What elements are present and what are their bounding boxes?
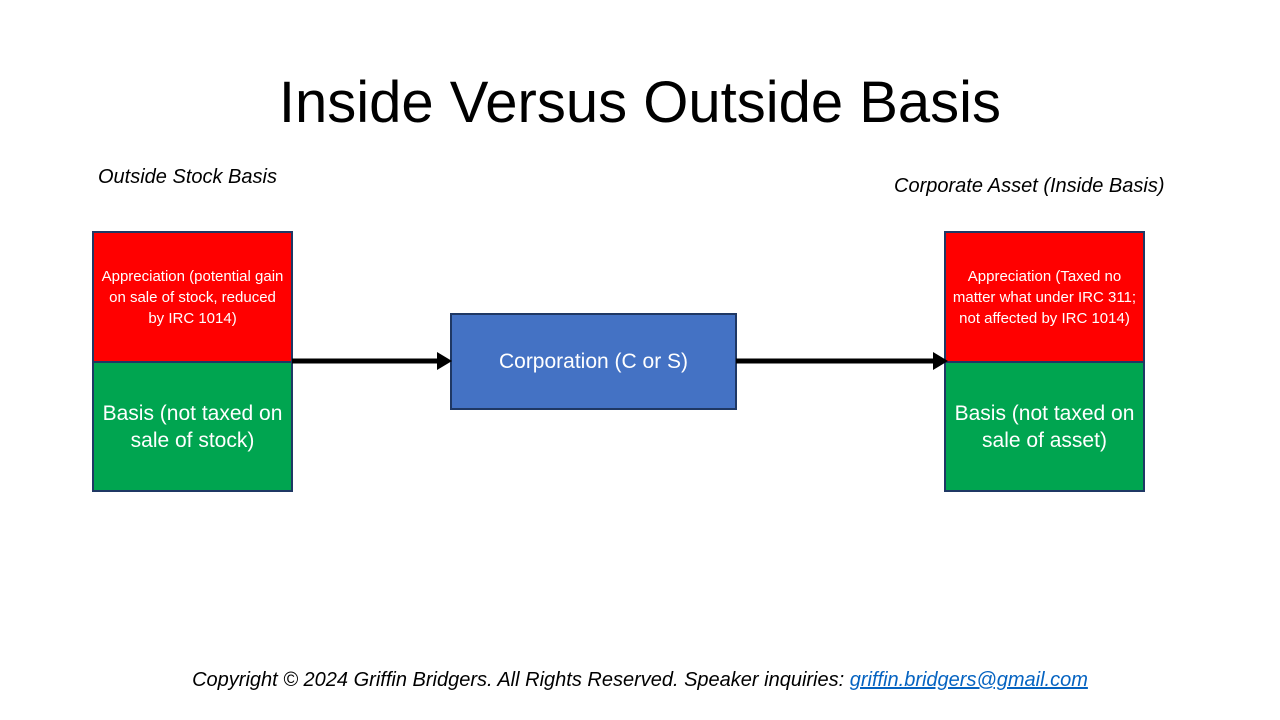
- page-title: Inside Versus Outside Basis: [278, 70, 1002, 135]
- outside-basis-caption: Outside Stock Basis: [98, 166, 277, 188]
- arrow-right-icon: [292, 352, 452, 370]
- outside-basis-segment: Basis (not taxed on sale of stock): [94, 361, 291, 490]
- inside-appreciation-segment: Appreciation (Taxed no matter what under…: [946, 233, 1143, 361]
- arrow-right-icon: [736, 352, 948, 370]
- arrow-corporation-to-inside: [736, 351, 948, 371]
- corporation-node: Corporation (C or S): [450, 313, 737, 410]
- outside-appreciation-segment: Appreciation (potential gain on sale of …: [94, 233, 291, 361]
- inside-basis-column: Appreciation (Taxed no matter what under…: [944, 231, 1145, 492]
- inside-basis-caption: Corporate Asset (Inside Basis): [894, 175, 1165, 197]
- footer: Copyright © 2024 Griffin Bridgers. All R…: [0, 666, 1280, 694]
- outside-basis-column: Appreciation (potential gain on sale of …: [92, 231, 293, 492]
- contact-email-link[interactable]: griffin.bridgers@gmail.com: [849, 669, 1088, 691]
- inside-basis-segment: Basis (not taxed on sale of asset): [946, 361, 1143, 490]
- copyright-text: Copyright © 2024 Griffin Bridgers. All R…: [192, 669, 850, 691]
- arrow-outside-to-corporation: [292, 351, 452, 371]
